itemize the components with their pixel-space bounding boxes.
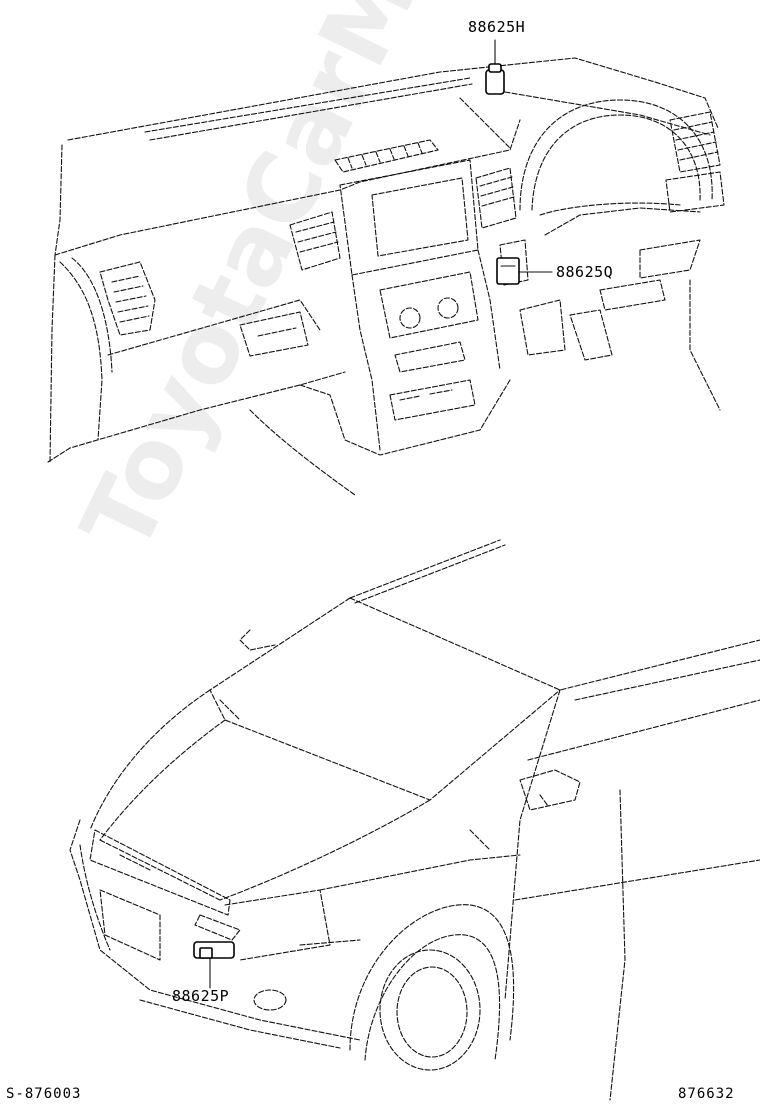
dashboard-illustration [47, 57, 725, 496]
part-label-88625h[interactable]: 88625H [468, 18, 526, 36]
footer-left-code: S-876003 [6, 1086, 82, 1102]
connector-icon [485, 63, 505, 95]
car-illustration [69, 539, 760, 1101]
connector-icon [193, 941, 235, 959]
connector-icon [496, 257, 520, 285]
part-label-88625q[interactable]: 88625Q [556, 263, 614, 281]
footer-right-code: 876632 [678, 1086, 735, 1102]
part-label-88625p[interactable]: 88625P [172, 987, 230, 1005]
